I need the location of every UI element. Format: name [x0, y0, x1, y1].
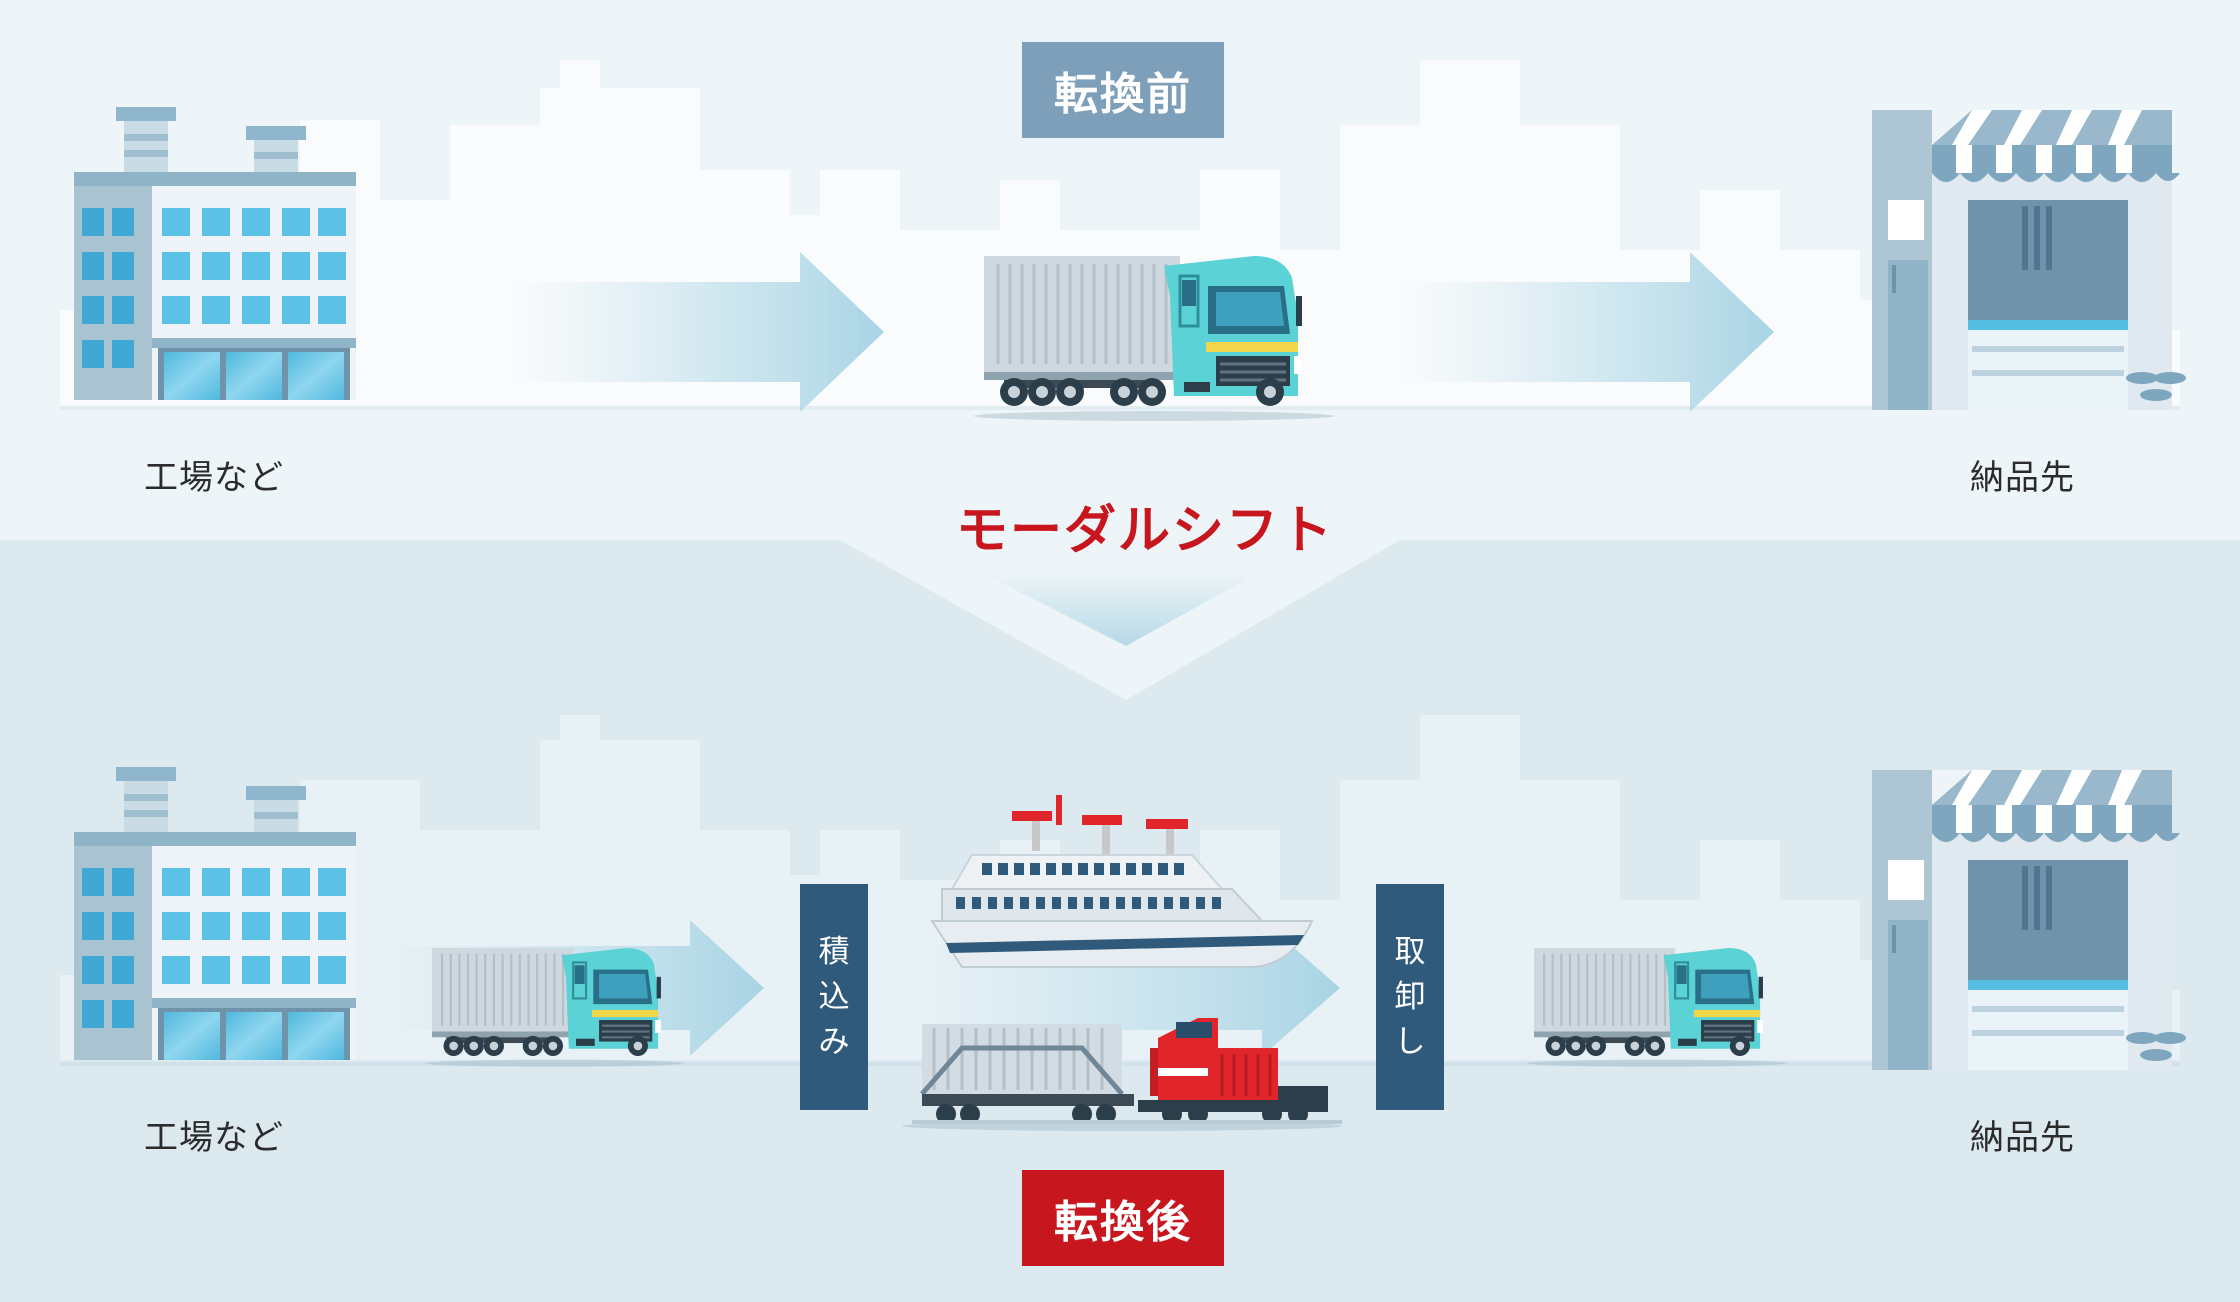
after-badge: 転換後 [1022, 1170, 1224, 1266]
store-icon [1872, 770, 2186, 1070]
unloading-char: 卸 [1394, 978, 1426, 1015]
loading-badge: 積 込 み [800, 884, 868, 1110]
shift-chevron-inner [980, 572, 1260, 646]
unloading-badge: 取 卸 し [1376, 884, 1444, 1110]
ground-top [60, 406, 2180, 410]
modal-shift-label: モーダルシフト [956, 501, 1335, 561]
loading-char: 込 [818, 978, 850, 1015]
destination-label-before: 納品先 [1970, 458, 2075, 498]
loading-char: 積 [818, 933, 850, 970]
origin-label-after: 工場など [144, 1118, 284, 1158]
loading-char: み [818, 1023, 850, 1060]
arrow-icon [1400, 252, 1774, 412]
unloading-char: 取 [1394, 933, 1426, 970]
origin-label-before: 工場など [144, 458, 284, 498]
unloading-char: し [1394, 1023, 1426, 1060]
ship-icon [930, 795, 1314, 968]
train-icon [902, 1018, 1342, 1131]
destination-label-after: 納品先 [1970, 1118, 2075, 1158]
before-badge: 転換前 [1022, 42, 1224, 138]
arrow-icon [510, 252, 884, 412]
store-icon [1872, 110, 2186, 410]
